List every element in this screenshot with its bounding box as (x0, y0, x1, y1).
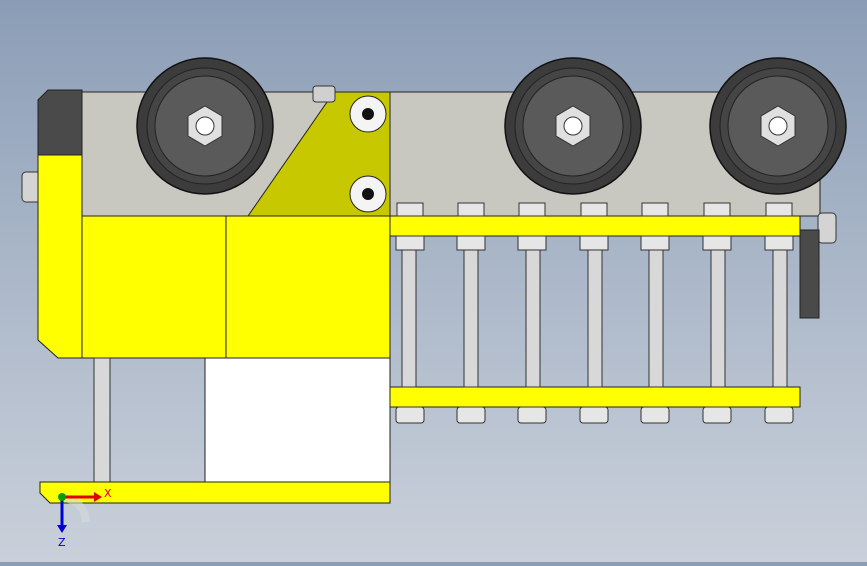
bracket-hole-lower-core (362, 188, 374, 200)
center-yellow-block-a[interactable] (81, 215, 227, 359)
rod-1[interactable] (395, 202, 425, 424)
rod-5[interactable] (640, 202, 670, 424)
triad-x-label: X (104, 487, 112, 500)
rod-2[interactable] (456, 202, 486, 424)
lower-rod-bar[interactable] (389, 386, 801, 408)
rod-6[interactable] (702, 202, 732, 424)
wheel-right[interactable] (709, 57, 847, 195)
rod-4[interactable] (579, 202, 609, 424)
center-yellow-block-b[interactable] (225, 215, 391, 359)
rod-7[interactable] (764, 202, 794, 424)
bottom-base[interactable] (39, 481, 391, 504)
coordinate-triad-icon: X Z (57, 487, 112, 549)
left-vertical-rod[interactable] (93, 357, 111, 483)
white-block[interactable] (204, 357, 391, 483)
rod-3[interactable] (517, 202, 547, 424)
bracket-hole-upper-core (362, 108, 374, 120)
right-handle[interactable] (799, 229, 820, 319)
triad-z-label: Z (58, 536, 66, 549)
right-pin[interactable] (817, 212, 837, 244)
wheel-middle[interactable] (504, 57, 642, 195)
upper-rod-bar[interactable] (389, 215, 801, 237)
top-fitting[interactable] (312, 85, 336, 103)
wheel-left[interactable] (136, 57, 274, 195)
left-yellow-body[interactable] (37, 154, 83, 359)
dark-end-block[interactable] (37, 89, 83, 156)
